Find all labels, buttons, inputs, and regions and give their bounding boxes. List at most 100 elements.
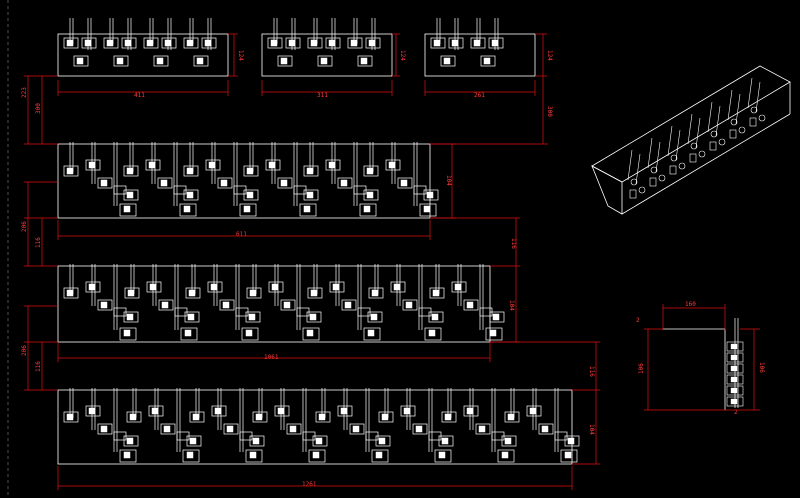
panel-e-terminal-clamp [124, 287, 140, 299]
panel-f-terminal-bolt [123, 451, 131, 459]
panel-f-terminal-clip [564, 435, 580, 447]
panel-d-terminal-clamp [85, 159, 101, 171]
panel-d-terminal-bolt [123, 205, 131, 213]
iso-clip [630, 178, 638, 186]
panel-b-terminal-bolt [360, 57, 368, 65]
iso-rod [647, 137, 653, 169]
iso-rod [655, 141, 661, 173]
panel-f-terminal-clamp [63, 411, 79, 423]
panel-f-terminal-base-clip [119, 449, 137, 463]
panel-f-terminal-bolt [163, 425, 171, 433]
detail-clip [726, 352, 744, 363]
iso-clip [750, 106, 758, 114]
panel-e-terminal-bolt [210, 283, 218, 291]
panel-d-terminal-bolt [306, 167, 314, 175]
panel-f-terminal-bolt [438, 451, 446, 459]
panel-c [424, 18, 536, 77]
panel-f-terminal-bolt [340, 407, 348, 415]
panel-f-terminal-bolt [378, 437, 386, 445]
panel-a-terminal-bolt [196, 57, 204, 65]
iso-clamp [669, 165, 677, 175]
panel-f-terminal-bolt [415, 425, 423, 433]
low-right-dim: 116 [588, 366, 595, 377]
panel-f-terminal-bolt [226, 425, 234, 433]
panel-f-terminal-bolt [466, 407, 474, 415]
panel-b-terminal-bolt [328, 39, 336, 47]
panel-a-terminal-bolt [204, 39, 212, 47]
mid-left-dim-a: 206 [21, 221, 28, 232]
panel-f-terminal-bolt [529, 407, 537, 415]
panel-a-height-label: 124 [237, 50, 244, 61]
iso-clip [698, 150, 706, 158]
panel-d [57, 142, 439, 219]
panel-d-terminal-bolt [66, 167, 74, 175]
panel-d-terminal-clamp [205, 159, 221, 171]
panel-d-terminal-bolt [186, 167, 194, 175]
panel-d-terminal-clip [277, 177, 293, 189]
detail-clip [726, 385, 744, 396]
panel-b-terminal-bolt [288, 39, 296, 47]
panel-c-terminal-bolt [451, 39, 459, 47]
panel-d-terminal-clip [423, 189, 439, 201]
panel-d-terminal-bolt [400, 179, 408, 187]
panel-e-terminal-base-clip [241, 327, 259, 341]
panel-e-terminal-clip [463, 299, 479, 311]
panel-f-terminal-bolt [441, 437, 449, 445]
detail-profile [663, 328, 726, 410]
iso-clamp [729, 129, 737, 139]
panel-f-terminal-clamp [252, 411, 268, 423]
panel-e-terminal-bolt [492, 313, 500, 321]
panel-e-terminal-bolt [88, 283, 96, 291]
panel-f-terminal-base-clip [182, 449, 200, 463]
panel-c-terminal-clamp [470, 37, 486, 49]
panel-f-terminal-bolt [126, 437, 134, 445]
panel-f-terminal-clip [249, 435, 265, 447]
iso-clip [710, 130, 718, 138]
panel-e-terminal-clip [158, 299, 174, 311]
panel-e-terminal-base-clip [485, 327, 503, 341]
panel-f-height-label: 104 [588, 424, 595, 435]
panel-e [57, 264, 505, 343]
panel-f-terminal-clamp [526, 405, 542, 417]
panel-e-terminal-bolt [393, 283, 401, 291]
panel-e-terminal-bolt [123, 329, 131, 337]
iso-rod [747, 77, 753, 109]
panel-e-terminal-clamp [146, 281, 162, 293]
panel-f-terminal-base-clip [245, 449, 263, 463]
iso-clamp [689, 153, 697, 163]
detail-bolt [730, 354, 738, 361]
panel-f-terminal-clamp [463, 405, 479, 417]
panel-c-terminal-bolt [473, 39, 481, 47]
detail-small-label-bottom: 2 [734, 409, 738, 416]
panel-e-terminal-bolt [310, 289, 318, 297]
detail-clip [726, 341, 744, 352]
panel-d-terminal-bolt [306, 191, 314, 199]
panel-e-terminal-clip [123, 311, 139, 323]
panel-c-terminal-bolt [443, 57, 451, 65]
detail-bolt [730, 398, 738, 405]
panel-a-terminal-bolt [124, 39, 132, 47]
panel-d-plate [57, 143, 431, 219]
panel-f-terminal-clamp [148, 405, 164, 417]
panel-e-terminal-clamp [329, 281, 345, 293]
panel-a-terminal-clip [153, 55, 169, 67]
panel-f-terminal-clamp [441, 411, 457, 423]
panel-d-terminal-bolt [126, 167, 134, 175]
panel-d-terminal-bolt [148, 161, 156, 169]
panel-f-terminal-clip [312, 435, 328, 447]
panel-a-terminal-clip [73, 55, 89, 67]
panel-a-terminal-clamp [201, 37, 217, 49]
panel-e-terminal-bolt [283, 301, 291, 309]
panel-f-terminal-bolt [277, 407, 285, 415]
iso-rod [735, 93, 741, 125]
panel-a-terminal-bolt [106, 39, 114, 47]
panel-a-plate [57, 33, 229, 77]
panel-e-terminal-clamp [307, 287, 323, 299]
iso-clip [678, 162, 686, 170]
panel-f-terminal-clamp [274, 405, 290, 417]
panel-e-terminal-bolt [309, 313, 317, 321]
panel-e-terminal-clip [219, 299, 235, 311]
panel-d-terminal-bolt [388, 161, 396, 169]
panel-f-terminal-bolt [478, 425, 486, 433]
panel-f-terminal-clip [123, 435, 139, 447]
